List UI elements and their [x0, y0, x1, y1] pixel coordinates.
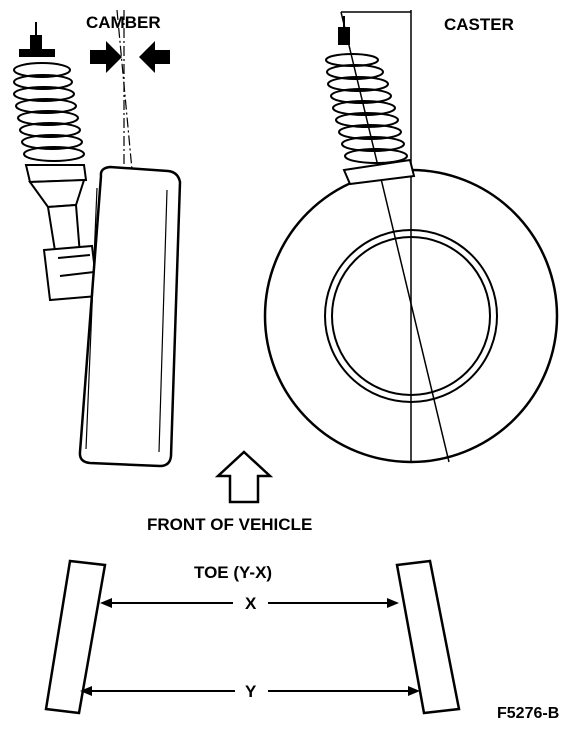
camber-tilt-line [116, 9, 133, 171]
toe-y-label: Y [245, 682, 257, 701]
toe-left-tire [44, 559, 107, 715]
toe-y-dimension [80, 686, 420, 696]
front-arrow: FRONT OF VEHICLE [147, 450, 312, 534]
toe-x-dimension [100, 598, 399, 608]
camber-label: CAMBER [86, 13, 161, 32]
toe-view: TOE (Y-X) X Y [44, 559, 461, 715]
caster-view: CASTER [263, 10, 559, 464]
camber-left-arrow [90, 41, 122, 73]
caster-rim-inner [331, 236, 491, 396]
toe-label: TOE (Y-X) [194, 563, 272, 582]
caster-tilt-line [340, 11, 450, 463]
figure-id: F5276-B [497, 705, 559, 722]
toe-x-label: X [245, 594, 257, 613]
caster-rim-outer [324, 229, 498, 403]
caster-label: CASTER [444, 15, 514, 34]
camber-wheel [78, 165, 182, 468]
caster-strut [325, 16, 416, 186]
camber-strut [13, 22, 100, 302]
camber-view: CAMBER [13, 9, 182, 468]
front-of-vehicle-label: FRONT OF VEHICLE [147, 515, 312, 534]
toe-right-tire [395, 559, 461, 715]
camber-right-arrow [139, 41, 170, 73]
